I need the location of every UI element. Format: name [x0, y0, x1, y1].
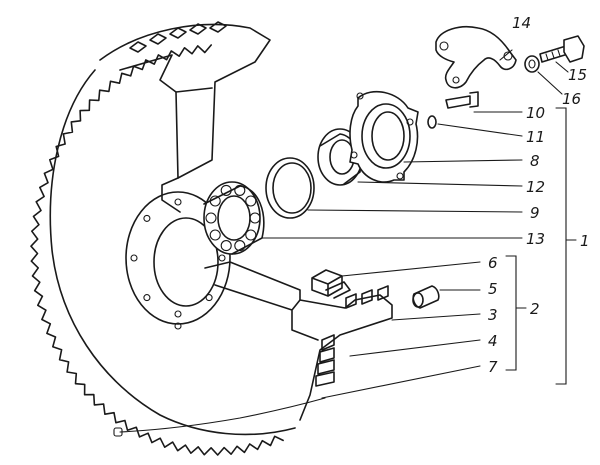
bolt-hole	[130, 254, 138, 262]
ring-gear-teeth	[30, 44, 284, 456]
hub-inner-bore	[153, 217, 219, 307]
bolt-15	[539, 35, 585, 63]
label-8: 8	[530, 152, 540, 170]
ball-bearing-13	[203, 181, 265, 255]
leader-lines	[261, 49, 577, 399]
bolt-hole	[205, 294, 213, 302]
label-2: 2	[530, 300, 540, 318]
bolt-hole	[143, 294, 151, 302]
bolt-hole	[174, 198, 182, 206]
retaining-ring-9	[265, 157, 315, 219]
bearing-ball	[205, 212, 217, 224]
bearing-housing-8	[349, 90, 419, 183]
label-3: 3	[488, 306, 498, 324]
bearing-ball	[245, 195, 257, 207]
sensor-lead	[119, 397, 326, 433]
label-16: 16	[562, 90, 581, 108]
bearing-ball	[209, 229, 221, 241]
label-7: 7	[488, 358, 498, 376]
bushing-5	[412, 285, 440, 309]
flywheel-lower-face	[214, 284, 319, 341]
bearing-ball	[220, 240, 232, 252]
bolt-hole	[218, 254, 226, 262]
label-6: 6	[488, 254, 498, 272]
bearing-ball	[245, 229, 257, 241]
label-15: 15	[568, 66, 587, 84]
label-11: 11	[526, 128, 545, 146]
label-10: 10	[526, 104, 545, 122]
bolt-10	[445, 91, 479, 109]
flywheel-lower-cut	[204, 261, 393, 421]
bolt-hole	[143, 214, 151, 222]
label-1: 1	[580, 232, 590, 250]
sensor-lead-end	[113, 427, 123, 437]
label-9: 9	[530, 204, 540, 222]
flywheel-assembly	[30, 21, 393, 456]
label-12: 12	[526, 178, 545, 196]
lock-plate-14	[435, 26, 517, 89]
label-4: 4	[488, 332, 498, 350]
label-14: 14	[512, 14, 531, 32]
flywheel-lower-teeth	[315, 285, 389, 387]
label-13: 13	[526, 230, 545, 248]
bolt-hole	[174, 310, 182, 318]
hub-opening	[125, 191, 231, 325]
label-5: 5	[488, 280, 498, 298]
pin-6	[311, 269, 351, 299]
washer-11	[427, 115, 437, 129]
face-small-hole	[174, 322, 182, 330]
bearing-ball	[249, 212, 261, 224]
flywheel-top-teeth	[129, 21, 227, 53]
ring-gear-inner-edge	[49, 69, 296, 436]
part-labels: 14 15 16 10 11 8 12 9 13 1 6 5 3 2 4 7	[488, 14, 590, 376]
washer-16	[524, 55, 540, 73]
flywheel-top-step	[161, 87, 213, 213]
